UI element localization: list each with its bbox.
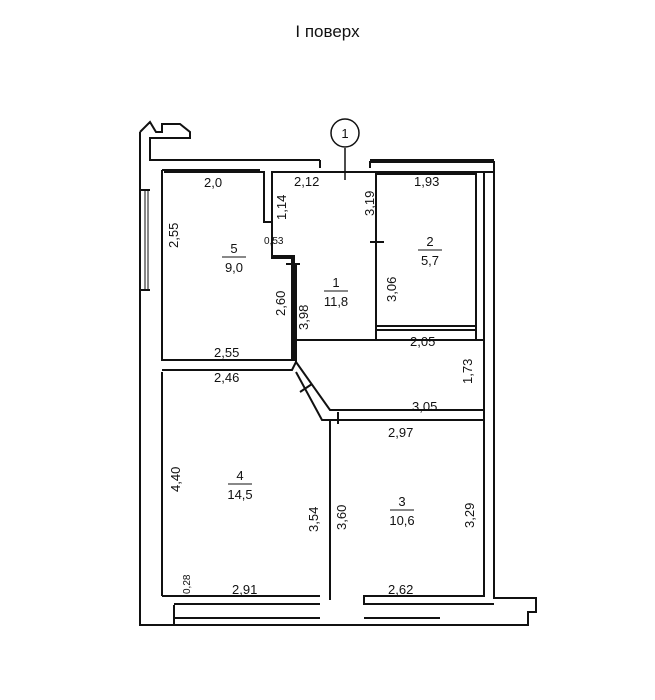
- room-3-label: 3 10,6: [389, 494, 414, 528]
- dim-r1-left-mid: 3,98: [296, 305, 311, 330]
- door-marks: [286, 241, 384, 424]
- dim-r5-right: 2,60: [273, 291, 288, 316]
- plan-title: I поверх: [295, 22, 360, 41]
- dim-r5-notch: 0,53: [264, 236, 284, 247]
- dim-r4-corner: 0,28: [182, 574, 193, 594]
- dim-r1-bottom-right: 2,05: [410, 334, 435, 349]
- room-area: 9,0: [225, 260, 243, 275]
- dim-r4-left: 4,40: [168, 467, 183, 492]
- dim-r4-bottom: 2,91: [232, 582, 257, 597]
- dim-r4-top: 2,46: [214, 370, 239, 385]
- dim-r5-bottom: 2,55: [214, 345, 239, 360]
- dim-r5-top: 2,0: [204, 175, 222, 190]
- dim-r3-left: 3,60: [334, 505, 349, 530]
- dim-r1-top: 2,12: [294, 174, 319, 189]
- room-number: 1: [332, 275, 339, 290]
- dim-r3-right: 3,29: [462, 503, 477, 528]
- dim-r1-left-upper: 1,14: [274, 195, 289, 220]
- room-2-label: 2 5,7: [418, 234, 442, 268]
- room-area: 14,5: [227, 487, 252, 502]
- room-area: 11,8: [324, 294, 348, 309]
- room-1-label: 1 11,8: [324, 275, 348, 309]
- room-5-label: 5 9,0: [222, 241, 246, 275]
- outer-walls: [139, 120, 537, 626]
- dim-r4-right: 3,54: [306, 507, 321, 532]
- room-4-label: 4 14,5: [227, 468, 252, 502]
- dim-r5-left: 2,55: [166, 223, 181, 248]
- section-marker-label: 1: [341, 126, 348, 141]
- dim-r1-right-lower: 1,73: [460, 359, 475, 384]
- section-marker: 1: [330, 118, 360, 180]
- dim-r2-left: 3,06: [384, 277, 399, 302]
- dim-corr-bottom: 3,05: [412, 399, 437, 414]
- dim-r3-bottom: 2,62: [388, 582, 413, 597]
- window-left: [140, 189, 150, 291]
- dim-r1-right-upper: 3,19: [362, 191, 377, 216]
- room-number: 5: [230, 241, 237, 256]
- room-number: 2: [426, 234, 433, 249]
- dim-r3-top: 2,97: [388, 425, 413, 440]
- room-number: 3: [398, 494, 405, 509]
- room-number: 4: [236, 468, 243, 483]
- room-area: 5,7: [421, 253, 439, 268]
- room-area: 10,6: [389, 513, 414, 528]
- dim-r2-top: 1,93: [414, 174, 439, 189]
